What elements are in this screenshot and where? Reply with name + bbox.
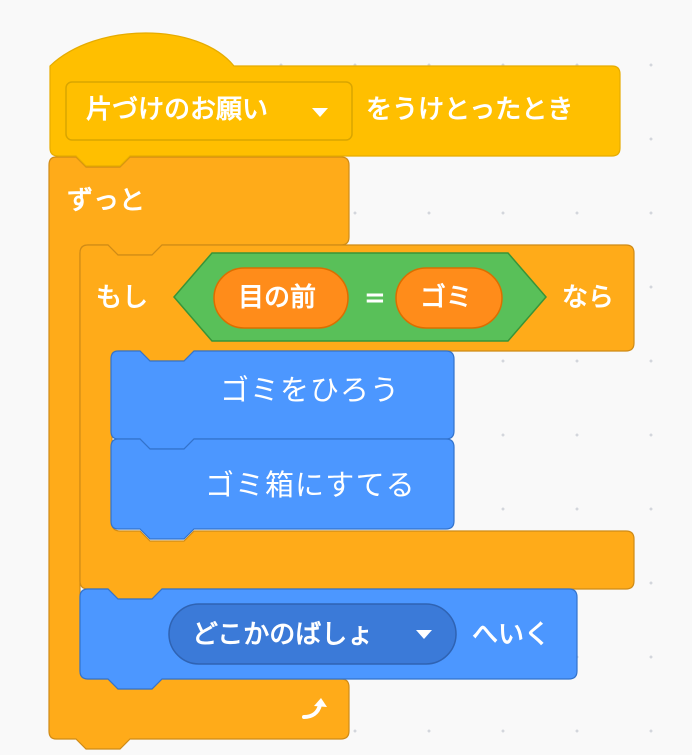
when-receive-hat-block[interactable]	[49, 32, 621, 167]
trash-value-reporter[interactable]	[395, 267, 503, 329]
if-block[interactable]	[79, 244, 635, 600]
go-to-block[interactable]	[79, 588, 578, 690]
message-dropdown[interactable]	[65, 81, 353, 141]
front-sensor-reporter[interactable]	[213, 267, 349, 329]
pick-up-trash-block[interactable]	[110, 350, 455, 450]
throw-away-trash-block[interactable]	[110, 438, 455, 540]
dropdown-arrow-icon	[312, 108, 328, 117]
dropdown-arrow-icon	[416, 630, 432, 639]
location-dropdown[interactable]	[168, 603, 457, 665]
loop-arrow-icon	[302, 698, 327, 719]
